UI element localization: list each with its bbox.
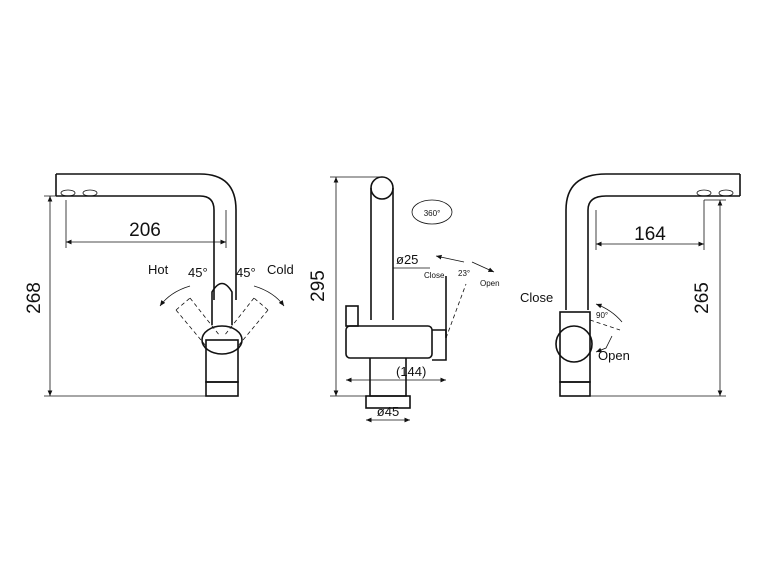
side-dia-spout: ø25 <box>396 252 418 267</box>
side-base <box>365 395 411 409</box>
rear-dim-reach: 164 <box>634 224 666 245</box>
side-open-arrow <box>471 261 495 273</box>
rear-spout-outer <box>565 173 740 310</box>
front-spout-inner <box>56 195 215 300</box>
rear-angle-lever: 90° <box>596 311 608 320</box>
front-label-cold: Cold <box>267 262 294 277</box>
front-hot-arrow <box>159 285 191 307</box>
side-lever-open <box>445 283 467 339</box>
rear-view: Close Open 90° 164 265 <box>520 173 741 397</box>
front-angle-right: 45° <box>236 265 256 280</box>
side-rotation-icon <box>411 199 453 225</box>
front-view: 206 268 Hot Cold 45° 45° <box>24 173 294 397</box>
rear-body <box>559 311 591 383</box>
rear-label-close: Close <box>520 290 553 305</box>
front-label-hot: Hot <box>148 262 169 277</box>
side-dia-base: ø45 <box>377 404 399 419</box>
side-lever-block <box>432 329 447 361</box>
front-cold-arrow <box>253 285 285 307</box>
rear-aerator-right <box>718 189 734 197</box>
side-knob <box>345 305 359 327</box>
front-lever-cold <box>223 297 269 347</box>
rear-close-arrow <box>595 303 623 323</box>
front-lever-hot <box>175 297 221 347</box>
rear-label-open: Open <box>598 348 630 363</box>
front-base <box>205 381 239 397</box>
rear-base <box>559 381 591 397</box>
side-dim-height: 295 <box>308 270 329 302</box>
rear-lever-closed <box>589 319 621 331</box>
rear-handle-hub <box>555 325 593 363</box>
front-aerator-left <box>60 189 76 197</box>
side-spout-top <box>370 176 394 200</box>
front-body <box>205 339 239 383</box>
rear-aerator-left <box>696 189 712 197</box>
side-dim-lever: (144) <box>396 364 426 379</box>
front-spout-outer <box>56 173 237 300</box>
side-label-open: Open <box>480 279 500 288</box>
rear-spout-inner <box>587 195 740 310</box>
side-close-arrow <box>435 254 465 263</box>
side-body <box>345 325 433 359</box>
front-dim-height: 268 <box>24 282 45 314</box>
front-aerator-right <box>82 189 98 197</box>
side-rotation-label: 360° <box>424 209 441 218</box>
front-angle-left: 45° <box>188 265 208 280</box>
rear-dim-height: 265 <box>692 282 713 314</box>
side-view: 360° Close Open 23° ø25 295 (144) ø45 <box>308 176 500 423</box>
front-dim-reach: 206 <box>129 220 161 241</box>
side-label-close: Close <box>424 271 445 280</box>
front-lever <box>211 282 233 325</box>
front-handle-hub <box>201 325 243 355</box>
side-angle-lever: 23° <box>458 269 470 278</box>
rear-open-arrow <box>595 335 613 353</box>
